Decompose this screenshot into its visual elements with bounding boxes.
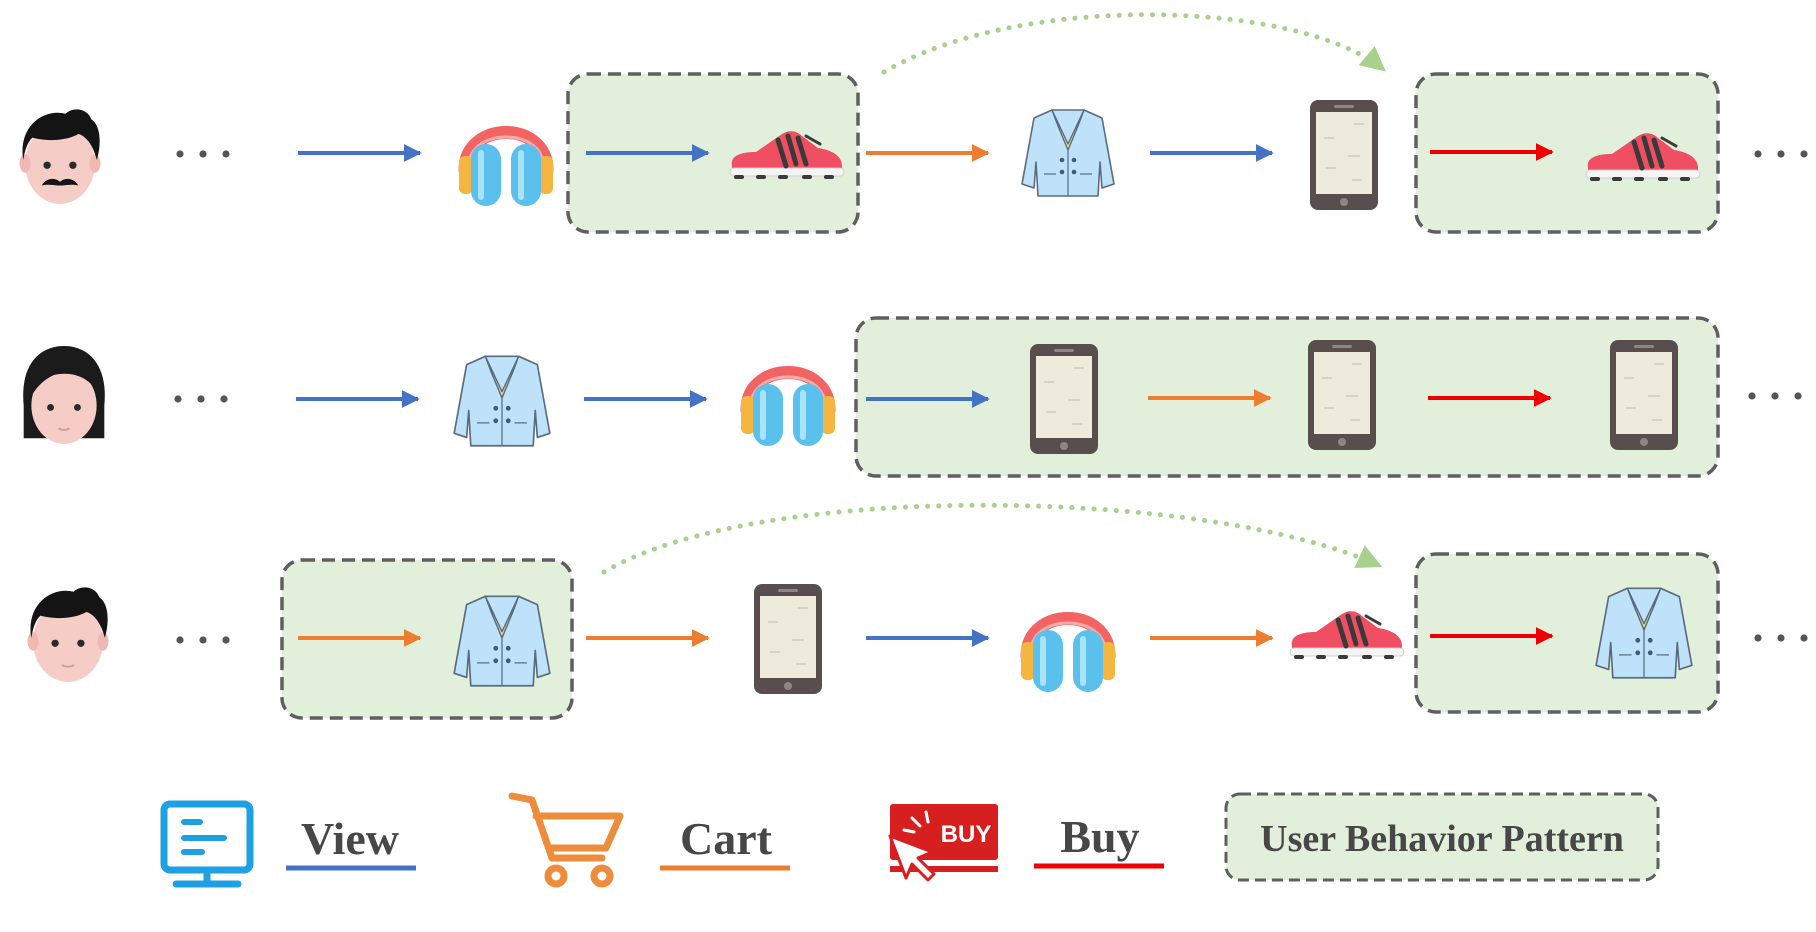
buy-sign-text: BUY	[941, 821, 992, 848]
monitor-icon	[160, 800, 254, 888]
coat-icon	[453, 355, 551, 447]
ellipsis-icon	[1754, 634, 1808, 642]
legend-pattern-box	[1224, 792, 1660, 882]
smartphone-icon	[753, 583, 823, 695]
repeat-pattern-link	[601, 502, 1383, 575]
ellipsis-icon	[174, 395, 228, 403]
ellipsis-icon	[1754, 150, 1808, 158]
legend: View Cart BUY Buy User Behavior Pattern	[160, 792, 1660, 888]
sneaker-icon	[1290, 611, 1404, 659]
ellipsis-icon	[176, 636, 230, 644]
smartphone-icon	[1307, 339, 1377, 451]
behavior-pattern-box	[1414, 72, 1720, 234]
behavior-pattern-box	[566, 72, 860, 234]
repeat-pattern-link	[881, 12, 1387, 75]
row-3	[26, 502, 1808, 720]
smartphone-icon	[1029, 343, 1099, 455]
smartphone-icon	[1309, 99, 1379, 211]
row-1	[19, 12, 1808, 234]
ellipsis-icon	[1748, 392, 1802, 400]
user-avatar-mustache-icon	[19, 109, 101, 204]
headphones-icon	[459, 133, 553, 207]
shopping-cart-icon	[508, 792, 624, 888]
legend-pattern-label: User Behavior Pattern	[1260, 818, 1624, 860]
smartphone-icon	[1609, 339, 1679, 451]
headphones-icon	[741, 373, 835, 447]
user-avatar-man-icon	[26, 586, 110, 683]
ellipsis-icon	[176, 150, 230, 158]
legend-view-label: View	[301, 813, 399, 864]
legend-buy-label: Buy	[1060, 811, 1139, 862]
user-avatar-woman-icon	[22, 345, 106, 445]
coat-icon	[1021, 109, 1115, 197]
buy-sign-icon: BUY	[888, 804, 998, 882]
headphones-icon	[1021, 619, 1115, 693]
row-2	[22, 316, 1802, 478]
legend-cart-label: Cart	[680, 813, 773, 864]
